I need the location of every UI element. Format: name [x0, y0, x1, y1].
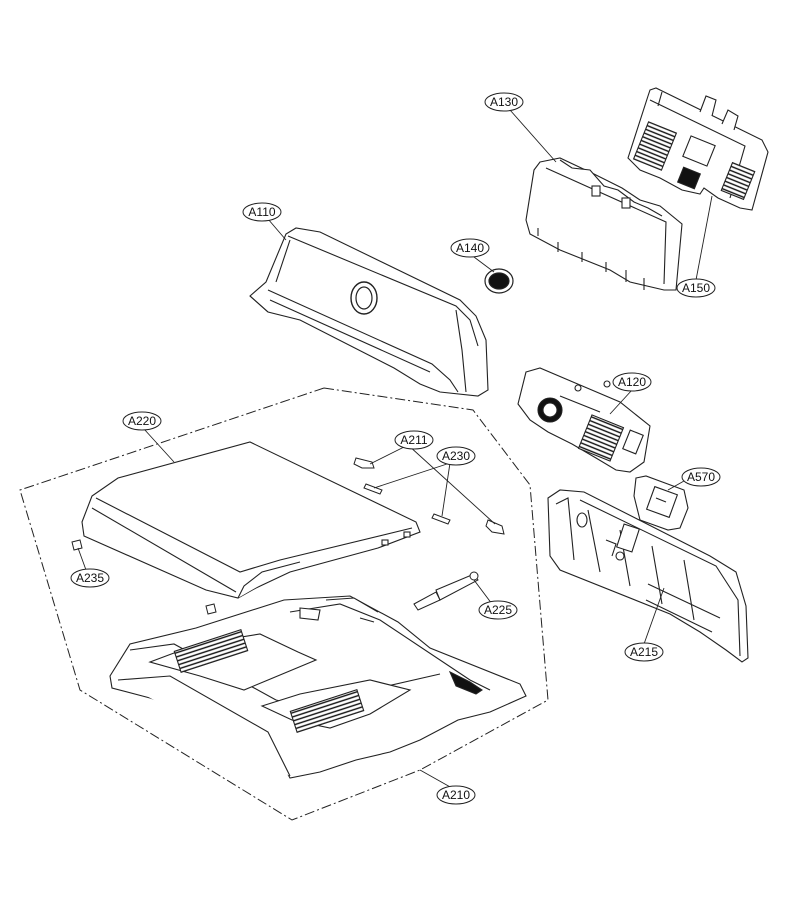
part-a220-lid [81, 441, 421, 599]
callout-a220-text: A220 [128, 414, 156, 428]
part-a140-knob [484, 268, 514, 294]
part-a120-control-board [517, 367, 651, 473]
callout-a110-text: A110 [248, 205, 275, 219]
callout-a225: A225 [478, 600, 518, 620]
part-a225-damper [413, 571, 479, 611]
callout-a210-text: A210 [442, 788, 470, 802]
part-a130-pcb-frame [525, 157, 683, 291]
callout-a570-text: A570 [687, 470, 715, 484]
part-a150-rear-housing [627, 87, 769, 211]
callout-a140: A140 [450, 238, 490, 258]
part-a110-console-panel [249, 227, 489, 397]
part-a215-rear-panel [547, 489, 749, 663]
assembly-boundary [19, 387, 549, 821]
callout-a120: A120 [612, 372, 652, 392]
callout-a150: A150 [676, 278, 716, 298]
callout-a215-text: A215 [630, 645, 658, 659]
part-a230-hinge-pins [363, 483, 451, 525]
callout-a130: A130 [484, 92, 524, 112]
callout-a110: A110 [242, 202, 282, 222]
callout-a235-text: A235 [76, 571, 104, 585]
callout-a570: A570 [681, 467, 721, 487]
callout-a150-text: A150 [682, 281, 710, 295]
callout-a130-text: A130 [490, 95, 518, 109]
callout-a230: A230 [436, 446, 476, 466]
callout-a230-text: A230 [442, 449, 470, 463]
callout-a211-text: A211 [400, 433, 427, 447]
callout-a210: A210 [436, 785, 476, 805]
part-a210-top-cover [109, 595, 527, 779]
callout-a140-text: A140 [456, 241, 484, 255]
callout-a215: A215 [624, 642, 664, 662]
callout-a220: A220 [122, 411, 162, 431]
leader-lines [77, 109, 713, 789]
callout-a120-text: A120 [618, 375, 646, 389]
part-a235-screws [71, 539, 217, 615]
callout-a225-text: A225 [484, 603, 512, 617]
part-a211-hinge-clips [353, 457, 505, 535]
callout-a235: A235 [70, 568, 110, 588]
part-a570-cover-plate [633, 475, 689, 531]
callout-a211: A211 [394, 430, 434, 450]
